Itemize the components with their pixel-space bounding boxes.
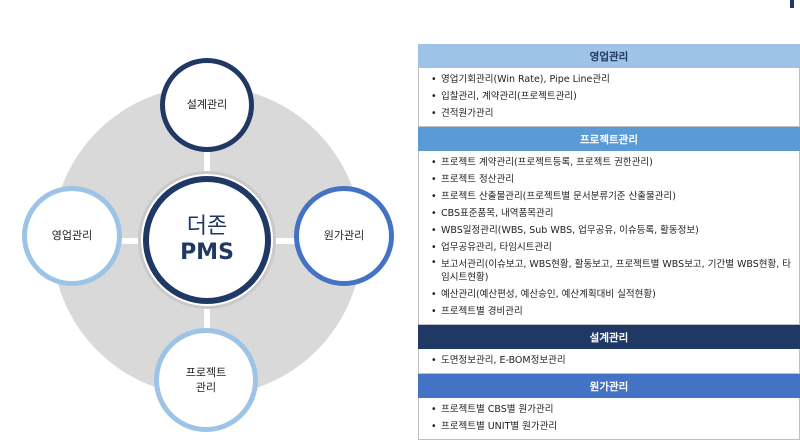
section-header-cost: 원가관리 bbox=[418, 374, 800, 398]
node-cost-management: 원가관리 bbox=[294, 186, 394, 286]
list-item: 프로젝트별 경비관리 bbox=[431, 303, 795, 320]
list-item: 프로젝트별 UNIT별 원가관리 bbox=[431, 418, 795, 435]
feature-panel: 영업관리 영업기회관리(Win Rate), Pipe Line관리 입찰관리,… bbox=[418, 44, 800, 440]
list-item: CBS표준품목, 내역품목관리 bbox=[431, 205, 795, 222]
node-sales-management: 영업관리 bbox=[22, 186, 122, 286]
list-item: 예산관리(예산편성, 예산승인, 예산계획대비 실적현황) bbox=[431, 286, 795, 303]
list-item: WBS일정관리(WBS, Sub WBS, 업무공유, 이슈등록, 활동정보) bbox=[431, 222, 795, 239]
section-list-project: 프로젝트 계약관리(프로젝트등록, 프로젝트 권한관리) 프로젝트 정산관리 프… bbox=[418, 151, 800, 325]
center-subtitle: PMS bbox=[180, 240, 234, 265]
section-title: 영업관리 bbox=[589, 50, 629, 63]
node-label: 영업관리 bbox=[51, 229, 93, 243]
list-item: 견적원가관리 bbox=[431, 105, 795, 122]
node-label: 설계관리 bbox=[186, 98, 228, 112]
section-header-project: 프로젝트관리 bbox=[418, 127, 800, 151]
list-item: 입찰관리, 계약관리(프로젝트관리) bbox=[431, 88, 795, 105]
node-label-line2: 관리 bbox=[195, 381, 217, 394]
list-item: 업무공유관리, 타임시트관리 bbox=[431, 239, 795, 256]
section-header-sales: 영업관리 bbox=[418, 44, 800, 68]
corner-mark bbox=[790, 0, 794, 8]
list-item: 프로젝트별 CBS별 원가관리 bbox=[431, 401, 795, 418]
section-title: 원가관리 bbox=[589, 380, 629, 393]
section-list-cost: 프로젝트별 CBS별 원가관리 프로젝트별 UNIT별 원가관리 bbox=[418, 398, 800, 440]
list-item: 도면정보관리, E-BOM정보관리 bbox=[431, 352, 795, 369]
list-item: 프로젝트 산출물관리(프로젝트별 문서분류기준 산출물관리) bbox=[431, 188, 795, 205]
node-label: 원가관리 bbox=[323, 229, 365, 243]
list-item: 프로젝트 계약관리(프로젝트등록, 프로젝트 권한관리) bbox=[431, 154, 795, 171]
pms-diagram: 설계관리 영업관리 원가관리 프로젝트 관리 더존 PMS bbox=[22, 58, 394, 432]
section-list-design: 도면정보관리, E-BOM정보관리 bbox=[418, 349, 800, 374]
list-item: 프로젝트 정산관리 bbox=[431, 171, 795, 188]
node-design-management: 설계관리 bbox=[160, 58, 254, 152]
section-list-sales: 영업기회관리(Win Rate), Pipe Line관리 입찰관리, 계약관리… bbox=[418, 68, 800, 127]
node-project-management: 프로젝트 관리 bbox=[154, 328, 258, 432]
list-item: 보고서관리(이슈보고, WBS현황, 활동보고, 프로젝트별 WBS보고, 기간… bbox=[431, 256, 795, 286]
center-title: 더존 bbox=[186, 213, 228, 239]
section-title: 설계관리 bbox=[589, 331, 629, 344]
list-item: 영업기회관리(Win Rate), Pipe Line관리 bbox=[431, 71, 795, 88]
section-header-design: 설계관리 bbox=[418, 325, 800, 349]
section-title: 프로젝트관리 bbox=[580, 133, 638, 146]
center-hub: 더존 PMS bbox=[143, 176, 271, 304]
node-label-line1: 프로젝트 bbox=[185, 365, 227, 379]
